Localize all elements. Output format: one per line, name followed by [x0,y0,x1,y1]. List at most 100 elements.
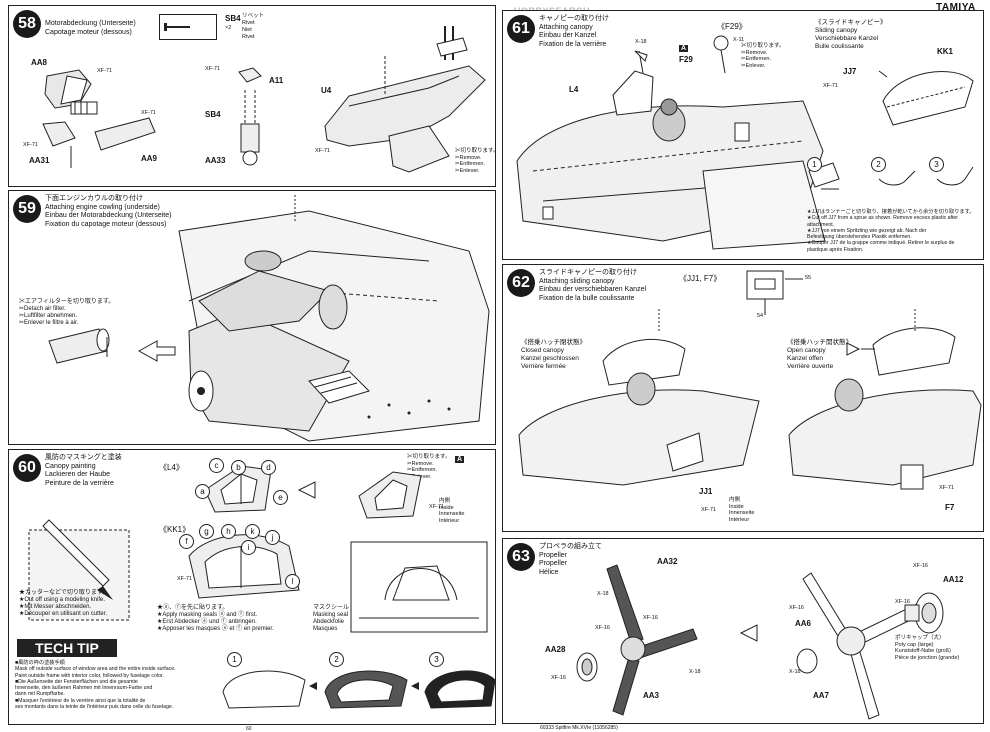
part-label: KK1 [937,47,954,56]
step-number: 59 [13,195,41,223]
seal-letter: i [241,540,256,555]
badge: A [455,456,465,463]
part-label: U4 [321,86,332,95]
paint-label: XF-71 [97,68,112,74]
kk1-label: 《KK1》 [159,525,191,534]
paint-label: X-18 [635,39,647,45]
seal-letter: c [209,458,224,473]
part-label: AA28 [545,645,566,654]
substep-number: 2 [871,157,886,172]
paint-label: X-18 [597,591,609,597]
part-label: AA31 [29,156,50,165]
knife-note: ★カッターなどで切り取ります。★Cut off using a modeling… [19,590,109,617]
part-label: F29 [679,55,693,64]
part-label: JJ1 [699,487,713,496]
seal-letter: f [179,534,194,549]
step-60-drawing [28,465,496,709]
part-label: AA12 [943,575,964,584]
part-label: AA7 [813,691,830,700]
paint-label: XF-16 [551,675,566,681]
part-label: AA33 [205,156,226,165]
paint-label: XF-71 [205,66,220,72]
part-label: A11 [269,76,284,85]
part-label: AA6 [795,619,812,628]
paint-label: XF-16 [595,625,610,631]
paint-label: X-18 [689,669,701,675]
step-number: 60 [13,454,41,482]
step-number: 58 [13,10,41,38]
badge: A [679,45,689,52]
step-62-drawing [518,270,982,490]
seal-letter: j [265,530,280,545]
step-title: Motorabdeckung (Unterseite) Capotage mot… [45,20,136,36]
paint-label: XF-71 [701,507,716,513]
hardware-box [159,14,217,40]
seal-letter: k [245,524,260,539]
mask-first-note: ★ⓐ、ⓕを先に貼ります。★Apply masking seals ⓐ and ⓕ… [157,605,274,632]
footer-code: 60333 Spitfire Mk.XVIe (11056285) [540,725,618,731]
page-number: 60 [246,726,252,732]
hw-label: SB4 [225,14,241,23]
step-number: 63 [507,543,535,571]
dimension-label: 55 [805,275,812,281]
parts-label: 《JJ1, F7》 [679,274,722,283]
techtip-heading: TECH TIP [17,639,117,657]
paint-label: XF-71 [939,485,954,491]
part-label: L4 [569,85,579,94]
part-label: AA32 [657,557,678,566]
paint-label: XF-16 [789,605,804,611]
paint-label: XF-71 [315,148,330,154]
polycap-note: ポリキャップ（大）Poly cap (large)Kunststoff-Nabe… [895,635,960,661]
paint-label: XF-71 [141,110,156,116]
cut-note: ✂切り取ります。✂Remove.✂Entfernen.✂Enlever. [741,43,785,69]
seal-letter: g [199,524,214,539]
jj7-note: ★JJ7はランナーごと切り取り、接着が乾いてから余分を切り取ります。★Cut o… [807,209,975,253]
step-58-panel: 58 Motorabdeckung (Unterseite) Capotage … [8,5,499,187]
substep-number: 1 [807,157,822,172]
paint-label: X-11 [733,37,745,43]
seal-letter: d [261,460,276,475]
seal-letter: a [195,484,210,499]
f29-label: 《F29》 [717,22,747,31]
cut-note: ✂切り取ります。✂Remove.✂Entfernen.✂Enlever. [455,148,499,174]
paint-label: XF-71 [23,142,38,148]
techtip-step: 3 [429,652,444,667]
seal-letter: h [221,524,236,539]
step-61-drawing [516,35,974,250]
substep-number: 3 [929,157,944,172]
part-label: AA3 [643,691,660,700]
step-63-drawing [576,564,944,720]
step-number: 62 [507,269,535,297]
dimension-label: 54 [757,313,764,319]
part-label: AA8 [31,58,48,67]
paint-label: XF-16 [643,615,658,621]
seal-letter: l [285,574,300,589]
techtip-step: 2 [329,652,344,667]
step-58-drawing [42,26,486,173]
filter-note: ✂エアフィルターを切り取ります。✂Detach air filter.✂Luft… [19,299,115,326]
hw-qty: ×2 [225,25,232,31]
paint-label: XF-71 [429,504,444,510]
step-number: 61 [507,15,535,43]
seal-letter: e [273,490,288,505]
paint-label: XF-71 [823,83,838,89]
paint-label: XF-16 [913,563,928,569]
paint-label: XF-71 [177,576,192,582]
step-59-drawing [48,195,490,442]
